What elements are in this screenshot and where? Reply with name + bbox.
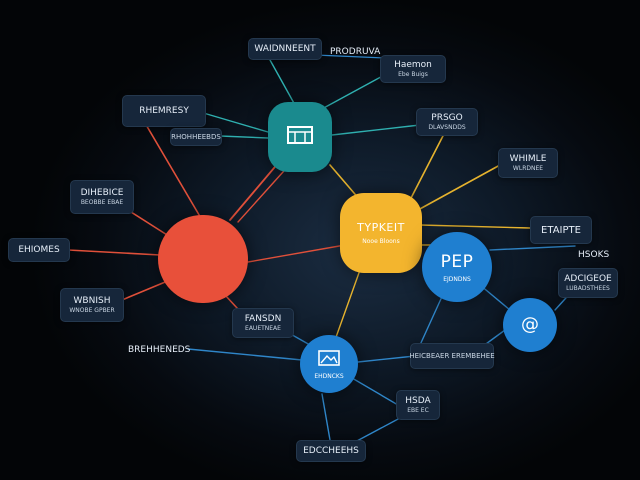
tag-bottom[interactable]: EDCCHEEHS [296, 440, 366, 462]
circle-hub-node[interactable]: @ [503, 298, 557, 352]
tag-far-left[interactable]: EHIOMES [8, 238, 70, 262]
tag-top-center[interactable]: WAIDNNEENT [248, 38, 322, 60]
tag-bottom-right[interactable]: HSDA EBE EC [396, 390, 440, 420]
tag-right-mid[interactable]: PRSGO DLAVSNDDS [416, 108, 478, 136]
blue-hub-title: PEP [440, 251, 474, 272]
link-teal-sub [219, 135, 269, 139]
link-teal-rheme [199, 111, 269, 133]
link-teal-right [331, 124, 421, 136]
label-left-bottom: BREHHENEDS [128, 345, 191, 355]
link-red-left-top [144, 122, 206, 226]
link-red-yellow [247, 244, 346, 263]
image-icon [318, 349, 340, 369]
tag-left-top[interactable]: RHEMRESY [122, 95, 206, 127]
link-small-bottom [321, 393, 331, 441]
link-yellow-prsgo [409, 131, 446, 201]
tag-top-right[interactable]: Haemon Ebe Buigs [380, 55, 446, 83]
link-red-teal-2 [237, 161, 293, 223]
teal-hub-node[interactable] [268, 102, 332, 172]
tag-center-right-low[interactable]: HEICBEAER EREMBEHEE [409, 343, 495, 369]
at-icon: @ [521, 314, 539, 335]
link-blue-low [419, 289, 446, 346]
tag-left-low[interactable]: WBNISH WNOBE GPBER [60, 288, 124, 322]
link-teal-top-right [319, 71, 391, 111]
tag-left-mid[interactable]: DIHEBICE BEOBBE EBAE [70, 180, 134, 214]
yellow-hub-node[interactable]: TYPKEIT Nooe Bloons [340, 193, 422, 273]
tag-left-sub[interactable]: RHOHHEEBDS [170, 128, 222, 146]
yellow-hub-title: TYPKEIT [357, 221, 405, 234]
window-icon [285, 124, 315, 151]
yellow-hub-subtitle: Nooe Bloons [362, 238, 400, 245]
blue-hub-node[interactable]: PEP EJDNDNS [422, 232, 492, 302]
tag-center-low[interactable]: FANSDN EAUETNEAE [232, 308, 294, 338]
tag-right-edge2[interactable]: ADCIGEOE LUBADSTHEES [558, 268, 618, 298]
link-small-left [187, 348, 303, 361]
link-top-right-tags [314, 54, 386, 59]
blue-hub-subtitle: EJDNDNS [443, 275, 471, 283]
small-hub-subtitle: EHDNCKS [314, 372, 344, 380]
link-yellow-small [334, 269, 361, 341]
tag-right-b[interactable]: WHIMLE WLRDNEE [498, 148, 558, 178]
link-red-far-left [67, 249, 161, 256]
link-yellow-whimle [417, 164, 501, 211]
tag-right-edge[interactable]: ETAIPTE [530, 216, 592, 244]
label-top-right: PRODRUVA [330, 47, 381, 57]
link-blue-circle [479, 284, 511, 311]
link-hsda-bottom [354, 417, 401, 443]
link-yellow-etaipte [419, 224, 531, 229]
link-small-hsda [351, 377, 399, 406]
link-teal-top [269, 59, 296, 106]
label-right-edge: HSOKS [578, 250, 610, 260]
small-blue-hub-node[interactable]: EHDNCKS [300, 335, 358, 393]
link-small-right [357, 355, 416, 363]
red-hub-node[interactable] [158, 215, 248, 303]
link-blue-right [489, 245, 576, 251]
